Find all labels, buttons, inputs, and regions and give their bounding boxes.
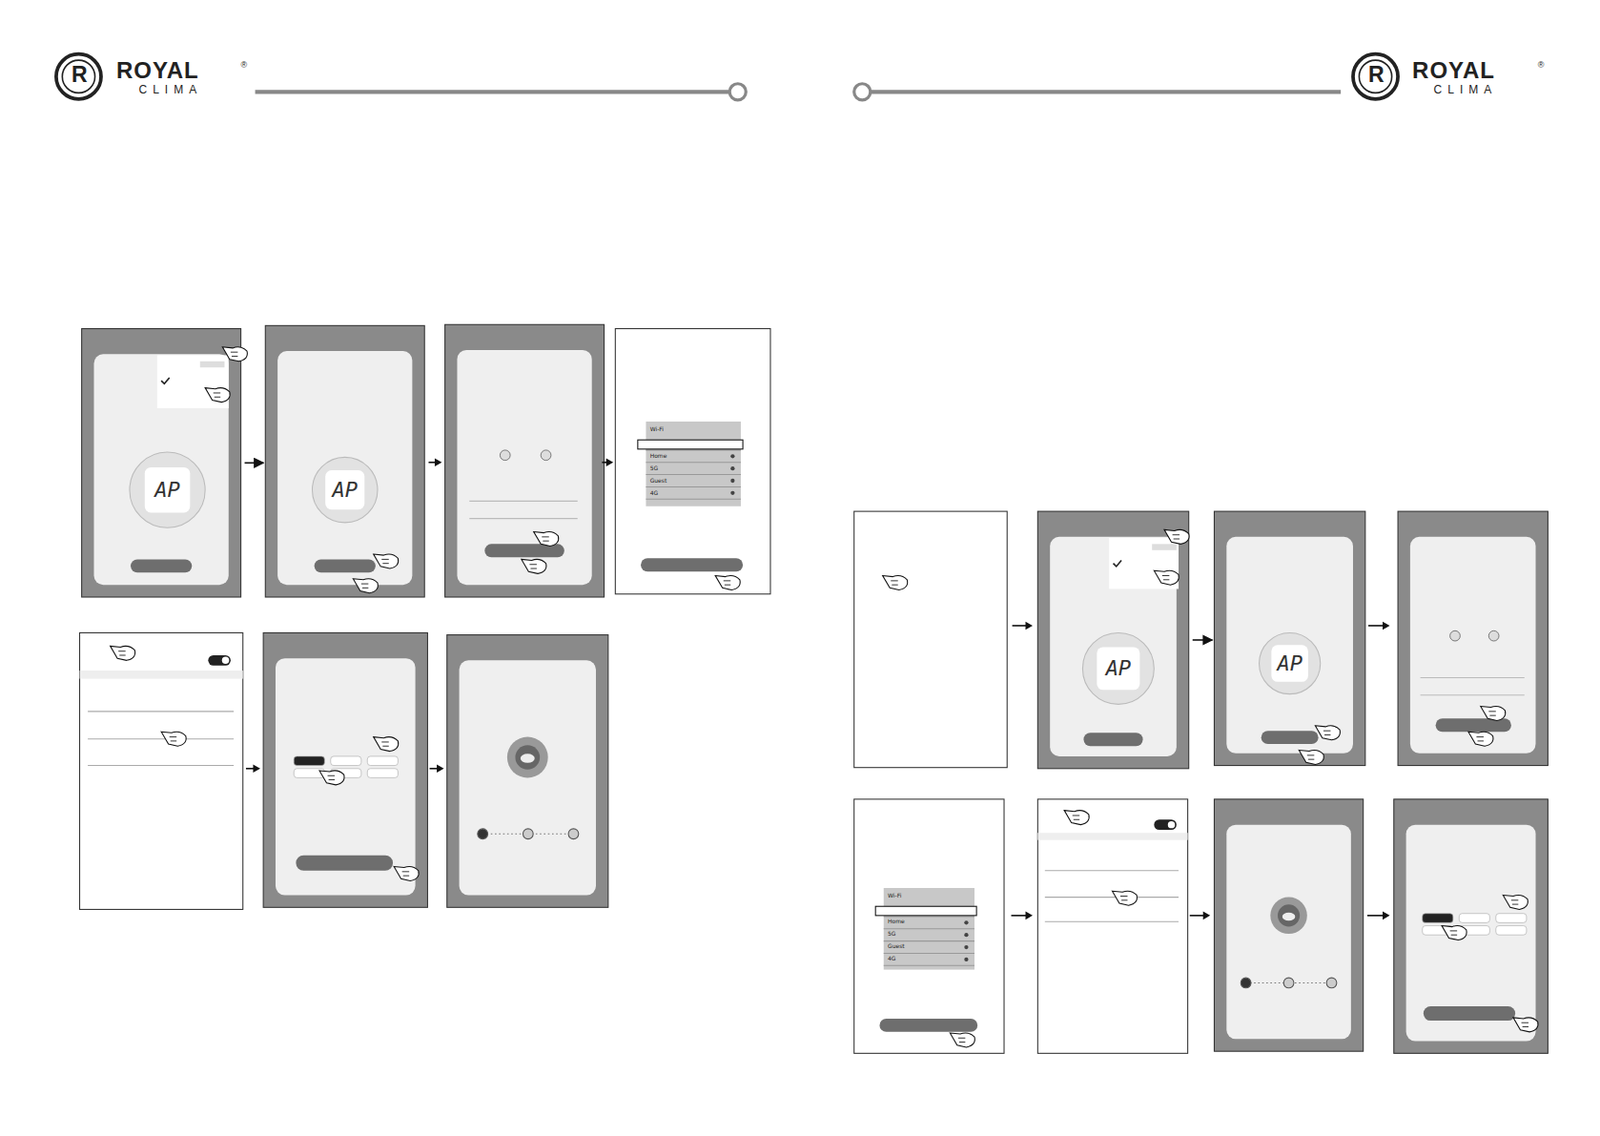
- flow-arrow: [1192, 638, 1213, 641]
- display-code: AP: [1106, 657, 1132, 679]
- network-name: Guest: [887, 943, 905, 949]
- trademark-sign: ®: [241, 61, 248, 70]
- network-name: Wi-Fi: [887, 892, 902, 899]
- network-name: Home: [887, 918, 905, 924]
- network-name: 5G: [650, 465, 658, 472]
- flow-arrow: [245, 461, 265, 464]
- brand-subname: CLIMA: [1434, 83, 1498, 96]
- phone-screen: AP: [265, 325, 425, 597]
- logo-letter: R: [1368, 63, 1385, 86]
- network-name: Guest: [650, 477, 668, 484]
- logo-letter: R: [71, 63, 88, 86]
- network-name: 4G: [650, 490, 658, 496]
- display-code: AP: [154, 479, 181, 501]
- network-name: 4G: [887, 955, 896, 962]
- brand-name: ROYAL: [116, 59, 200, 83]
- display-code: AP: [1276, 653, 1303, 675]
- wifi-list-screen: Wi-FiHome 5G Guest 4G: [854, 799, 1005, 1053]
- trademark-sign: ®: [1538, 61, 1545, 70]
- phone-screen: AP: [1213, 511, 1365, 765]
- brand-subname: CLIMA: [139, 83, 204, 96]
- wifi-list-screen: Wi-FiHome 5G Guest 4G: [615, 328, 771, 595]
- brand-name: ROYAL: [1412, 59, 1496, 83]
- phone-screen: AP: [1037, 511, 1189, 769]
- network-name: Home: [650, 452, 668, 459]
- network-name: 5G: [887, 930, 896, 937]
- network-name: Wi-Fi: [650, 426, 664, 432]
- phone-screen: AP: [82, 328, 242, 597]
- display-code: AP: [331, 479, 358, 501]
